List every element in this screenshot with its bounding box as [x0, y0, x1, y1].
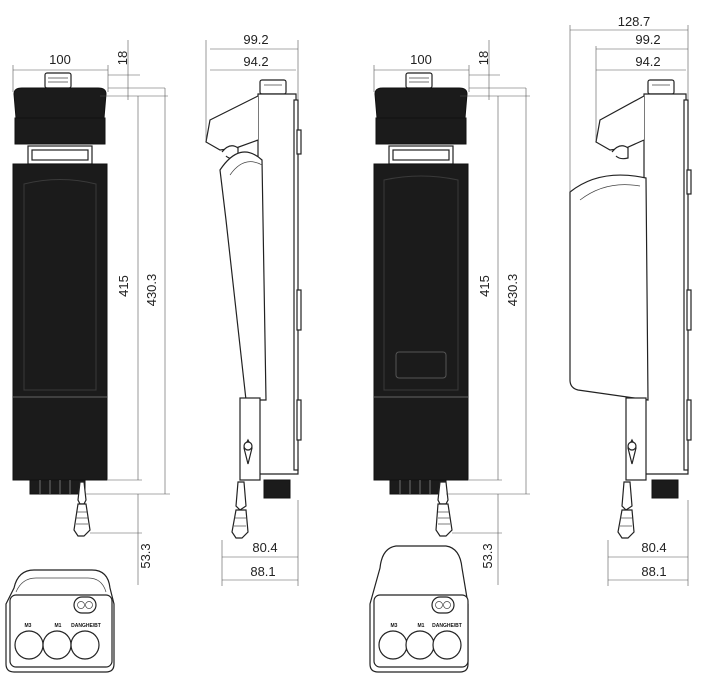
dim-top-offset-18-left: 18 [115, 51, 130, 65]
port-label-m1: M1 [55, 623, 62, 629]
main-body [12, 163, 108, 398]
dim-total-430-left: 430.3 [144, 274, 159, 307]
top-knob [405, 72, 433, 89]
front-view-right: 100 18 415 430.3 53.3 [373, 40, 530, 585]
head-angle [205, 95, 259, 151]
port-label-m1: M1 [418, 623, 425, 629]
side-view-right: 128.7 99.2 94.2 80.4 88.1 [569, 14, 692, 586]
cable-plug [73, 503, 91, 537]
front-view-left: 100 18 415 430.3 53.3 [12, 40, 170, 585]
port-circle-m3 [378, 630, 408, 660]
dim-total-430-right: 430.3 [505, 274, 520, 307]
top-knob [647, 79, 675, 95]
front-cover [569, 174, 649, 401]
dim-top-99-left: 99.2 [243, 32, 268, 47]
dim-bottom-53-right: 53.3 [480, 543, 495, 568]
port-label-danghe: DANGHE/BT [71, 623, 101, 629]
dim-bottom-80-left: 80.4 [252, 540, 277, 555]
head-cap [13, 87, 107, 119]
dim-height-415-left: 415 [116, 275, 131, 297]
dim-top-offset-18-right: 18 [476, 51, 491, 65]
connector-port [73, 596, 97, 614]
dim-bottom-80-right: 80.4 [641, 540, 666, 555]
bottom-view-left: M3 M1 DANGHE/BT [5, 569, 115, 673]
port-circle-m3 [14, 630, 44, 660]
dim-width-100-left: 100 [49, 52, 71, 67]
port-circle-m1 [42, 630, 72, 660]
port-circle-danghe [70, 630, 100, 660]
dim-top-99-right: 99.2 [635, 32, 660, 47]
port-label-m3: M3 [391, 623, 398, 629]
dim-top-94-left: 94.2 [243, 54, 268, 69]
side-view-left: 99.2 94.2 80.4 88.1 [205, 32, 302, 586]
top-knob [259, 79, 287, 95]
dim-top-94-right: 94.2 [635, 54, 660, 69]
dim-bottom-53-left: 53.3 [138, 543, 153, 568]
label-window [395, 351, 447, 379]
dim-bottom-88-left: 88.1 [250, 564, 275, 579]
connector-port [431, 596, 455, 614]
dim-width-100-right: 100 [410, 52, 432, 67]
bottom-view-right: M3 M1 DANGHE/BT [369, 545, 469, 673]
port-circle-danghe [432, 630, 462, 660]
dim-height-415-right: 415 [477, 275, 492, 297]
top-knob [44, 72, 72, 89]
port-label-danghe: DANGHE/BT [432, 623, 462, 629]
port-circle-m1 [405, 630, 435, 660]
port-label-m3: M3 [25, 623, 32, 629]
dim-bottom-88-right: 88.1 [641, 564, 666, 579]
dim-top-128-right: 128.7 [618, 14, 651, 29]
